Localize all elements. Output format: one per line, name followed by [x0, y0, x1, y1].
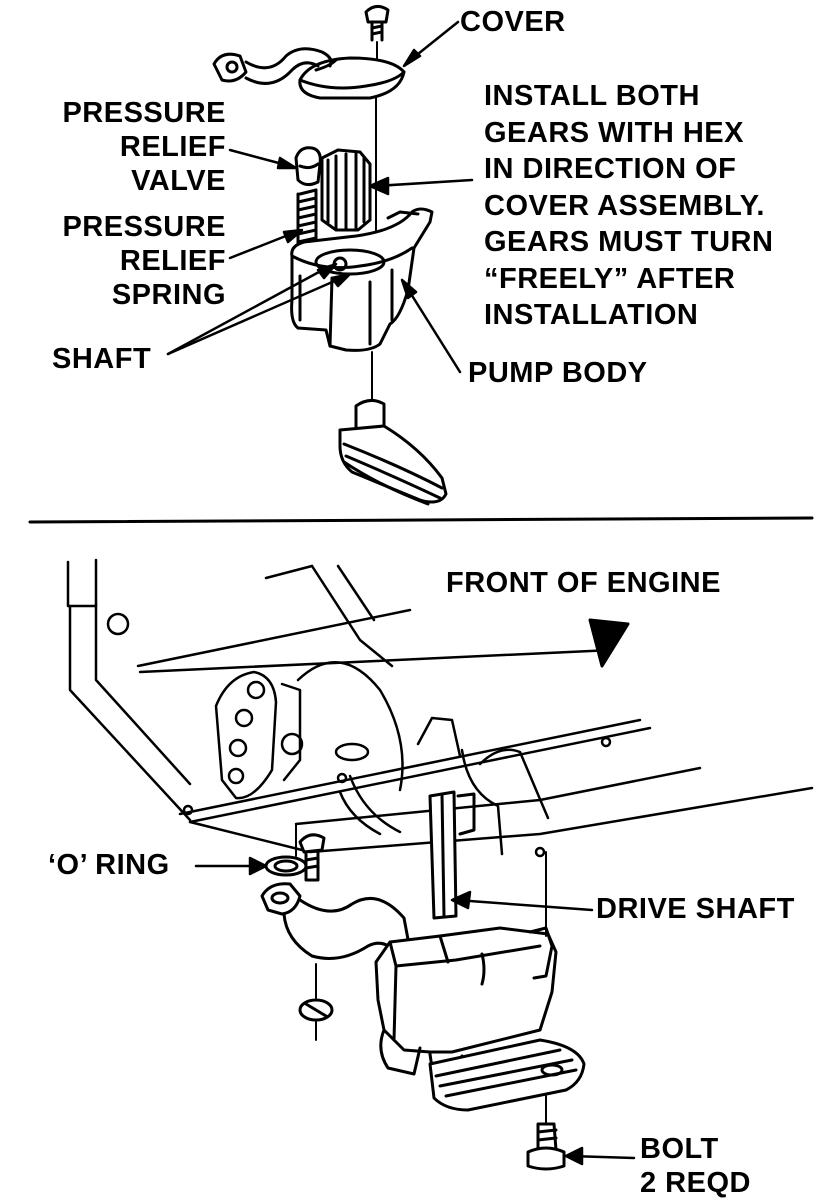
pump-body-label: PUMP BODY	[468, 357, 648, 389]
drive-shaft-label: DRIVE SHAFT	[596, 893, 795, 925]
note-line: INSTALLATION	[484, 299, 699, 331]
note-line: GEARS WITH HEX	[484, 116, 744, 149]
pressure-relief-valve-label: PRESSURE RELIEF VALVE	[36, 96, 226, 198]
retaining-clip	[298, 963, 334, 1041]
pump-gears	[294, 146, 372, 232]
pressure-relief-spring-label: PRESSURE RELIEF SPRING	[36, 210, 226, 312]
label-line: BOLT	[640, 1133, 719, 1165]
note-line: IN DIRECTION OF	[484, 153, 737, 185]
front-of-engine-arrow	[588, 618, 630, 668]
note-line: COVER ASSEMBLY.	[484, 189, 765, 222]
pickup-screen-bottom	[428, 1038, 586, 1112]
bolt-label: BOLT 2 REQD	[640, 1132, 751, 1200]
shaft-label: SHAFT	[52, 343, 152, 375]
label-line: PRESSURE	[62, 211, 226, 243]
label-line: VALVE	[131, 165, 226, 197]
label-line: SPRING	[111, 279, 226, 311]
pump-body	[290, 207, 434, 352]
upper-bolt	[298, 833, 326, 882]
front-of-engine-label: FRONT OF ENGINE	[446, 567, 721, 599]
note-line: INSTALL BOTH	[484, 80, 700, 112]
pump-cover	[212, 47, 406, 100]
note-line: “FREELY” AFTER	[484, 262, 736, 295]
label-line: 2 REQD	[640, 1167, 751, 1199]
cover-label: COVER	[460, 6, 566, 38]
engine-block	[66, 558, 814, 858]
label-line: RELIEF	[119, 131, 226, 163]
cover-screw	[364, 5, 390, 42]
note-line: GEARS MUST TURN	[484, 226, 774, 258]
relief-spring	[296, 188, 318, 246]
label-line: PRESSURE	[62, 97, 226, 129]
lower-bolt	[526, 1095, 566, 1171]
o-ring-label: ‘O’ RING	[48, 849, 170, 881]
install-note: INSTALL BOTH GEARS WITH HEX IN DIRECTION…	[484, 78, 773, 334]
crank-bearing-area	[214, 660, 550, 856]
bottom-leader-lines	[194, 856, 636, 1166]
panel-divider	[28, 516, 814, 524]
drive-shaft	[428, 790, 476, 920]
top-leader-lines	[166, 20, 474, 374]
pickup-screen	[338, 399, 448, 506]
label-line: RELIEF	[119, 245, 226, 277]
